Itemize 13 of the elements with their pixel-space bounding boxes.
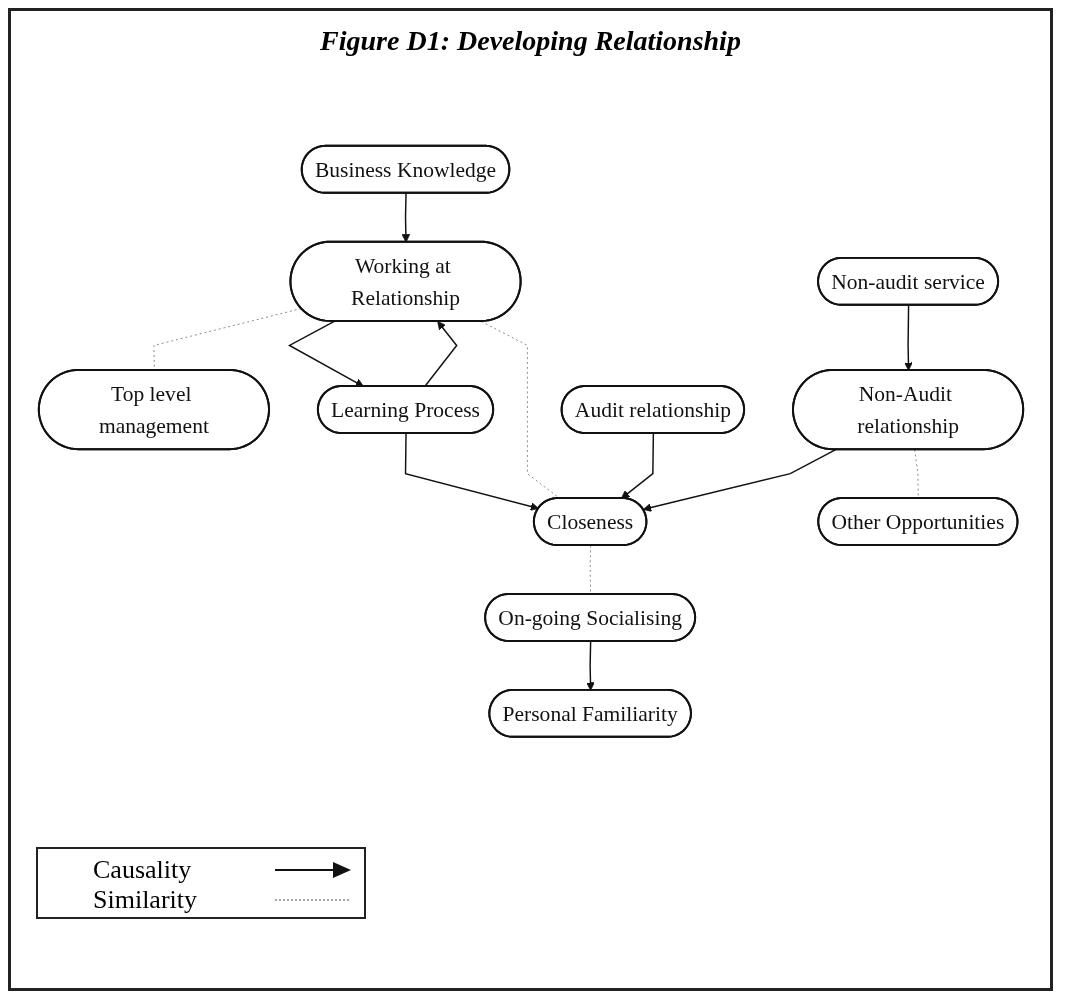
connector bbox=[914, 448, 919, 499]
arrow bbox=[642, 448, 837, 512]
arrow bbox=[586, 640, 595, 691]
figure-title: Figure D1: Developing Relationship bbox=[319, 25, 742, 57]
arrow bbox=[287, 320, 364, 387]
arrow bbox=[404, 432, 540, 511]
arrow bbox=[620, 432, 655, 499]
arrow bbox=[401, 192, 411, 243]
connector bbox=[589, 544, 592, 595]
arrow bbox=[904, 304, 913, 371]
arrow bbox=[424, 320, 458, 387]
legend-label: Similarity bbox=[93, 885, 198, 915]
legend-label: Causality bbox=[93, 855, 193, 885]
